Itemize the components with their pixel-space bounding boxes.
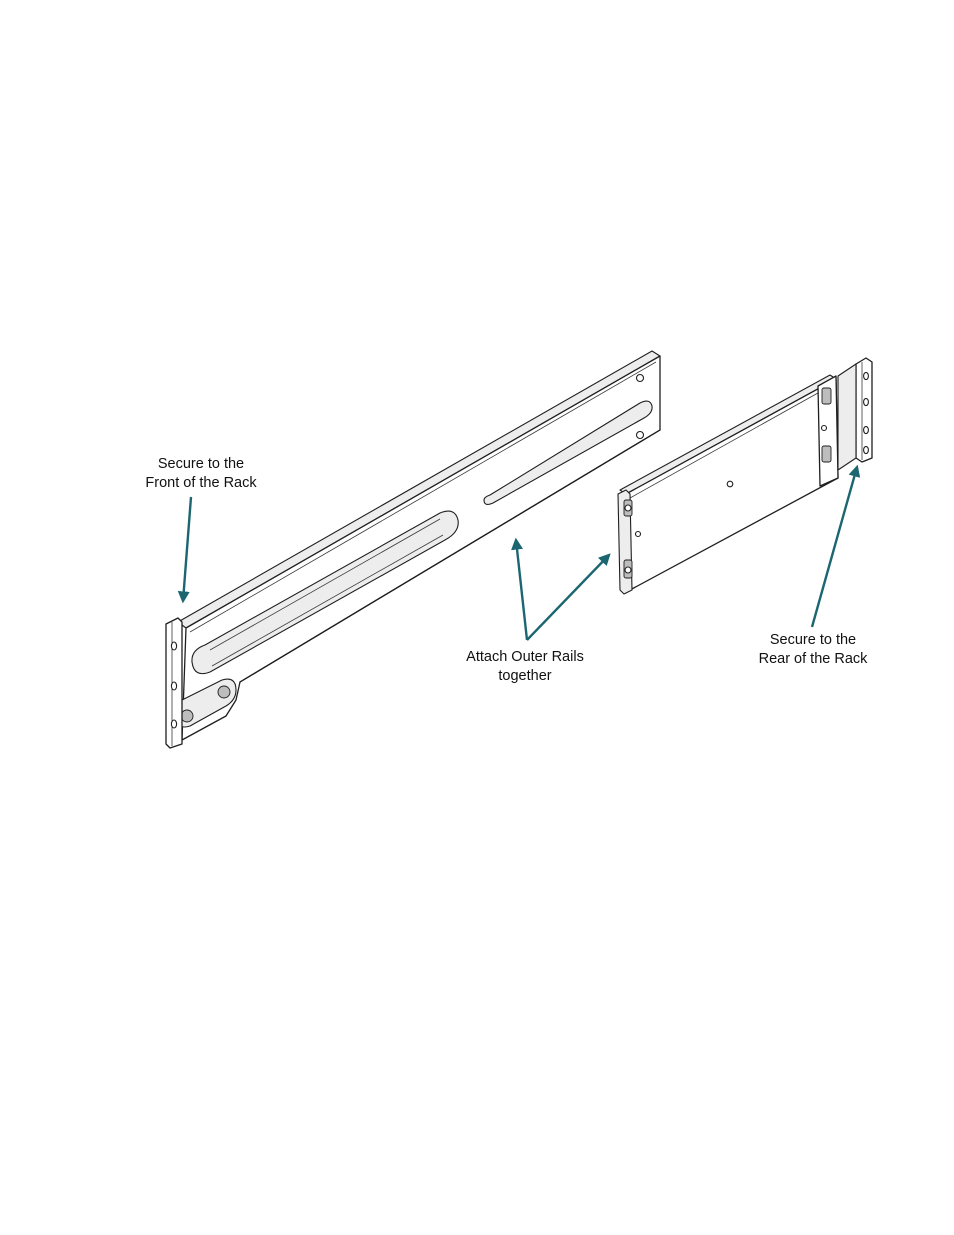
callout-arrows (177, 464, 861, 641)
rear-outer-rail (617, 357, 873, 595)
front-rail-long-slot (191, 510, 459, 675)
callout-rear-line2: Rear of the Rack (758, 651, 868, 667)
rear-bracket-hole (863, 445, 869, 455)
arrow-icon (511, 537, 529, 641)
arrow-icon (177, 496, 193, 604)
rear-rail-block-slot (821, 445, 832, 463)
front-outer-rail (165, 350, 661, 749)
front-rail-pad-hole (217, 685, 231, 699)
rear-bracket-hole (863, 371, 869, 381)
rear-bracket-hole (863, 397, 869, 407)
callout-front-line1: Secure to the (157, 456, 245, 472)
callout-attach-line2: together (498, 668, 552, 684)
callout-front-line2: Front of the Rack (145, 475, 257, 491)
rear-rail-hole (634, 530, 642, 538)
callout-rear-line1: Secure to the (769, 632, 857, 648)
callout-rear-of-rack: Secure to the Rear of the Rack (738, 631, 888, 669)
rear-rail-hole (820, 424, 828, 432)
callout-attach-line1: Attach Outer Rails (466, 649, 584, 665)
front-bracket-hole (170, 681, 178, 691)
front-rail-narrow-slot (483, 400, 653, 506)
front-rail-hole (635, 373, 645, 383)
rear-rail-screw (624, 504, 632, 512)
arrow-icon (526, 553, 611, 641)
callout-front-of-rack: Secure to the Front of the Rack (126, 455, 276, 493)
front-rail-pad-hole (180, 709, 194, 723)
rear-rail-screw (624, 566, 632, 574)
callout-attach-rails: Attach Outer Rails together (445, 648, 605, 686)
front-rail-hole (635, 430, 645, 440)
arrow-icon (810, 464, 861, 628)
rear-rail-block-slot (821, 387, 832, 405)
rear-bracket-hole (863, 425, 869, 435)
rear-rail-hole (726, 480, 734, 488)
front-bracket-hole (170, 641, 178, 651)
front-bracket-hole (170, 719, 178, 729)
